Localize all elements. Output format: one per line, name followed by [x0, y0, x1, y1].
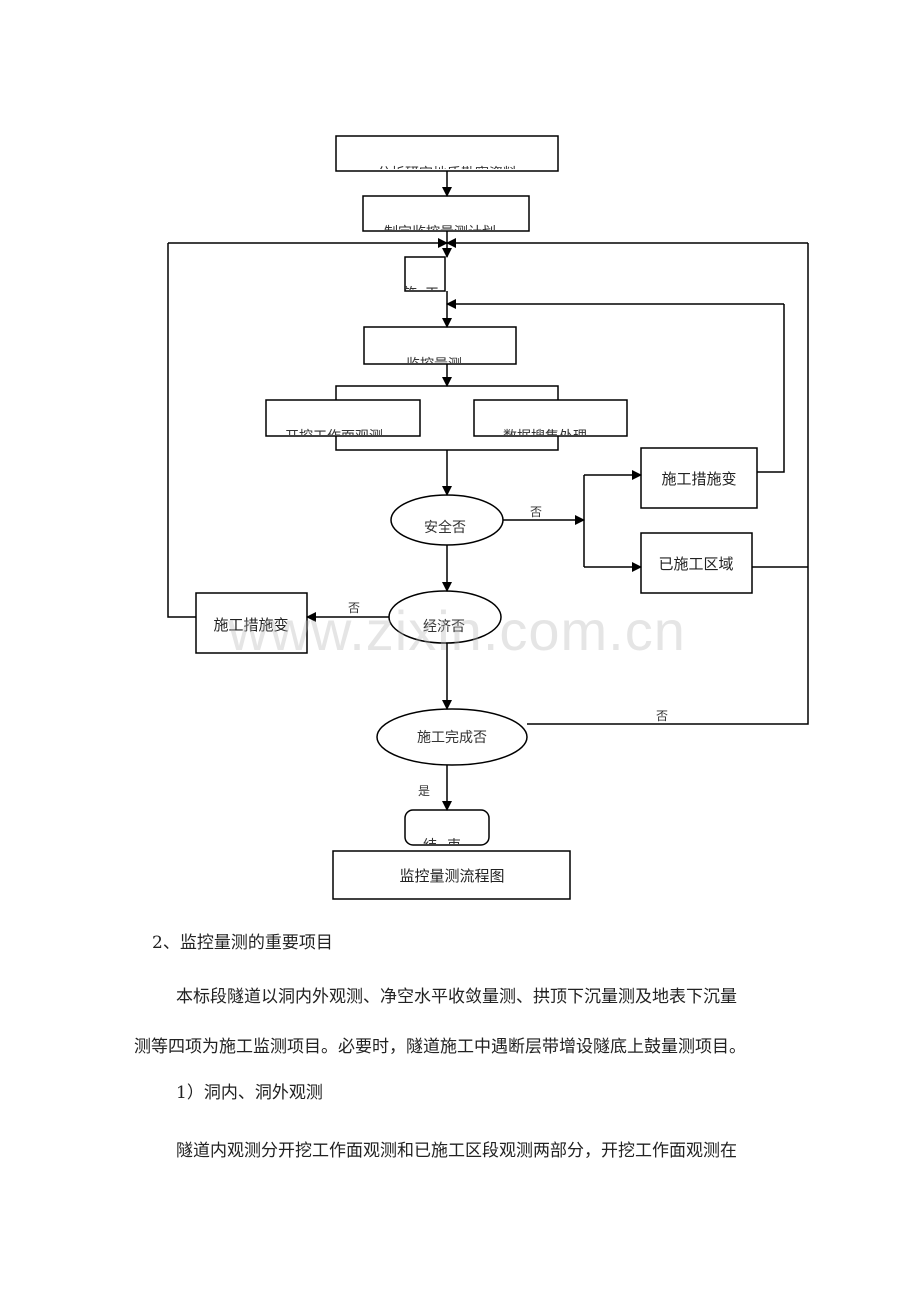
edge-complete-no [527, 243, 809, 725]
node-end-label: 结束 [423, 838, 471, 854]
node-face-observe-box [265, 399, 421, 437]
edge-label-complete-yes: 是 [418, 784, 430, 798]
node-complete-ellipse [376, 708, 528, 766]
edge-label-safe-no: 否 [530, 505, 542, 519]
edge-label-complete-no: 否 [656, 709, 668, 723]
node-economic-label: 经济否 [423, 619, 465, 635]
split-bracket-bottom [335, 436, 559, 451]
node-measure-change-right-label: 施工措施变 [661, 470, 736, 488]
node-measure-change-left-label: 施工措施变 [213, 616, 288, 634]
node-monitor-box [363, 326, 517, 365]
node-construct-label: 施工 [403, 286, 447, 302]
node-face-observe-label: 开挖工作面观测 [285, 429, 383, 445]
node-economic-ellipse [388, 590, 502, 644]
paragraph-2-line-1: 隧道内观测分开挖工作面观测和已施工区段观测两部分，开挖工作面观测在 [176, 1141, 737, 1161]
edge-measure-right-up [757, 304, 785, 473]
node-analyze-label: 分析研究地质勘察资料 [377, 165, 517, 182]
node-data-collect-box [473, 399, 628, 437]
node-complete-label: 施工完成否 [417, 730, 487, 746]
section-heading: 2、监控量测的重要项目 [152, 933, 333, 953]
node-data-collect-label: 数据搜集处理 [503, 428, 587, 445]
subheading-observation: 1）洞内、洞外观测 [176, 1083, 323, 1103]
node-construct-box [404, 256, 446, 292]
paragraph-1-line-2: 测等四项为施工监测项目。必要时，隧道施工中遇断层带增设隧底上鼓量测项目。 [134, 1037, 746, 1057]
node-measure-change-left-box [195, 592, 308, 654]
node-analyze-box [335, 135, 559, 172]
node-measure-change-right-box [640, 447, 758, 509]
flowchart-caption: 监控量测流程图 [399, 867, 504, 885]
node-monitor-label: 监控量测 [406, 357, 462, 373]
flowchart: 分析研究地质勘察资料 制定监控量测计划 施工 监控量测 开挖工作面观测 数据搜集… [167, 135, 809, 900]
caption-box [332, 850, 571, 900]
edge-left-loop [167, 243, 196, 618]
node-built-area-label: 已施工区域 [658, 555, 733, 573]
edge-label-economic-no: 否 [348, 601, 360, 615]
node-safe-label: 安全否 [424, 519, 466, 536]
paragraph-1-line-1: 本标段隧道以洞内外观测、净空水平收敛量测、拱顶下沉量测及地表下沉量 [176, 987, 737, 1007]
split-bracket-top [335, 385, 559, 400]
node-plan-label: 制定监控量测计划 [384, 225, 496, 241]
node-plan-box [362, 195, 530, 232]
